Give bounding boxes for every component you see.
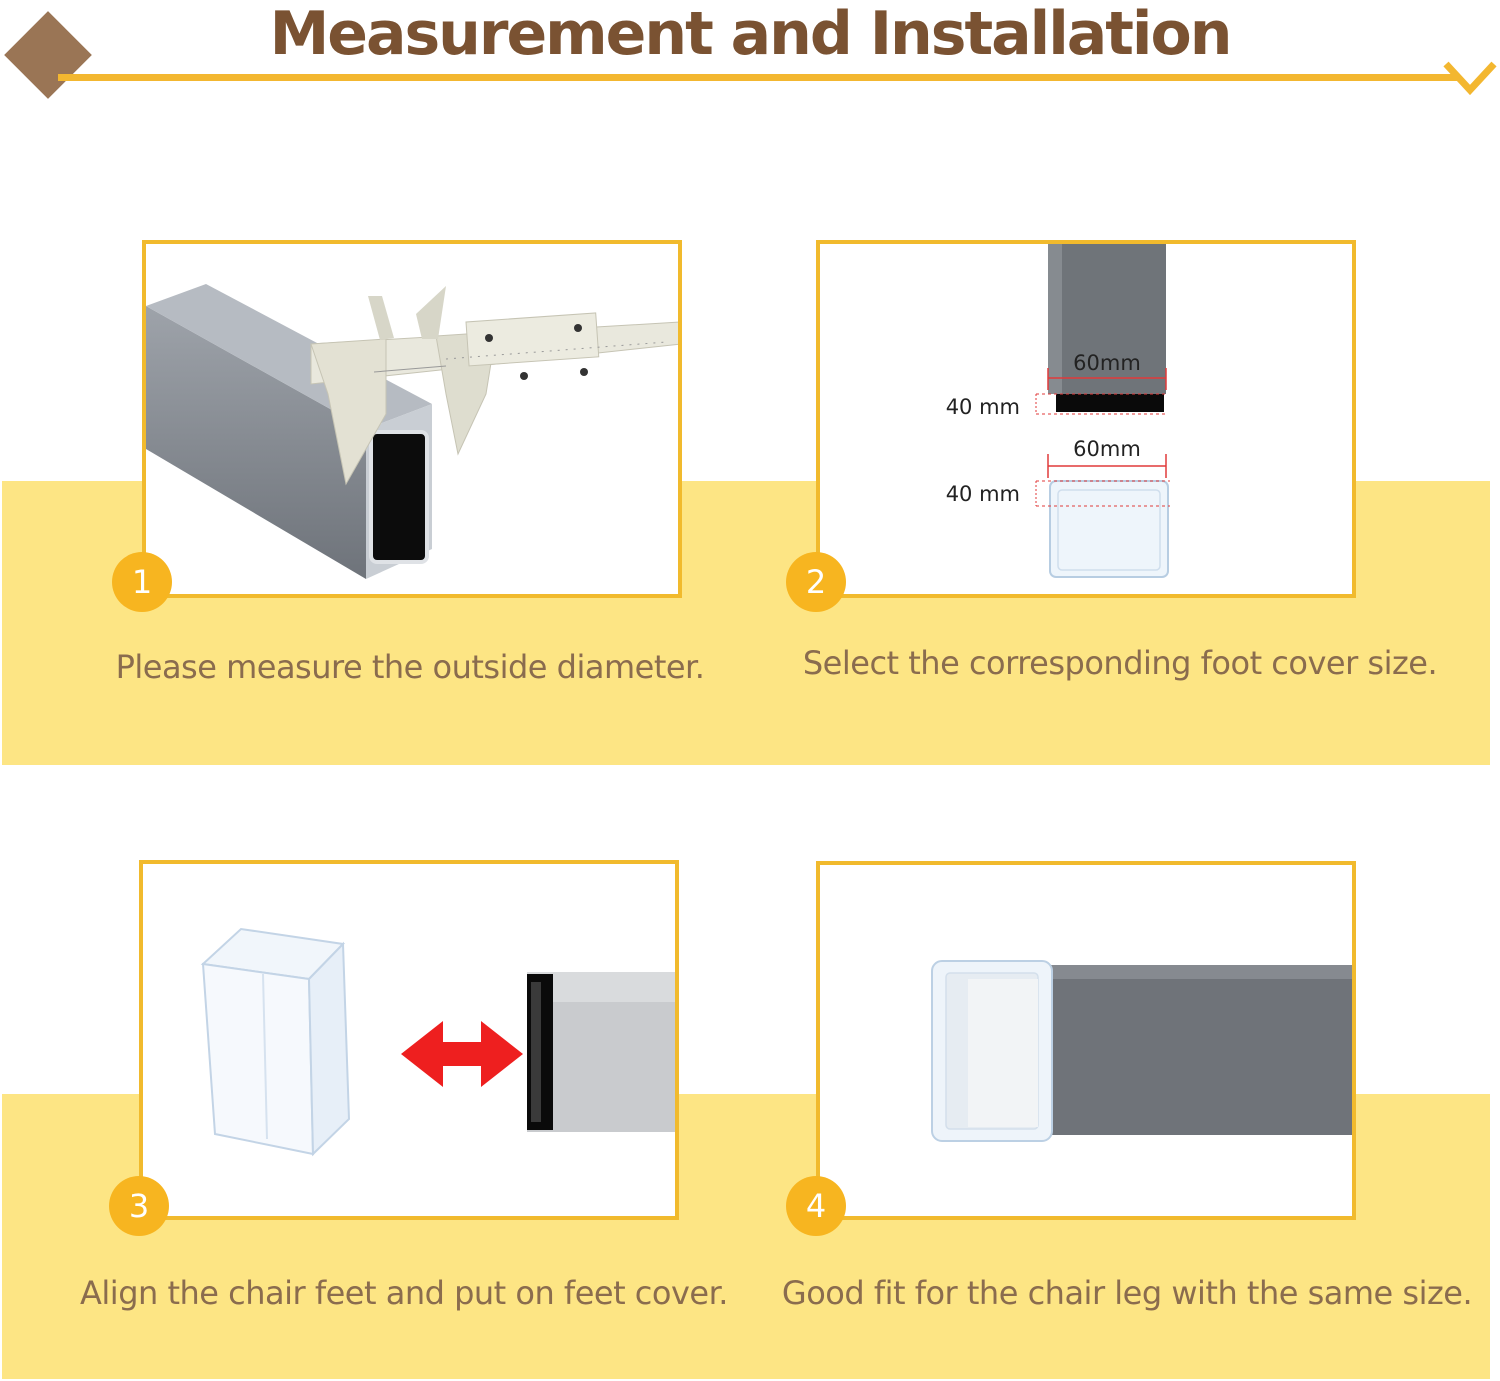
cover-width-label: 60mm — [1073, 437, 1141, 461]
tube-width-label: 60mm — [1073, 351, 1141, 375]
header-divider — [58, 74, 1458, 81]
step-2-frame: 60mm 40 mm 60mm 40 mm — [816, 240, 1356, 598]
tube-height-label: 40 mm — [946, 395, 1020, 419]
step-4-badge: 4 — [786, 1176, 846, 1236]
align-illustration — [200, 927, 675, 1157]
step-3-badge: 3 — [109, 1176, 169, 1236]
cover-height-label: 40 mm — [946, 482, 1020, 506]
caliper-icon — [310, 286, 678, 486]
step-2-badge: 2 — [786, 552, 846, 612]
double-arrow-icon — [401, 1021, 523, 1087]
step-3-frame — [139, 860, 679, 1220]
step-4-frame — [816, 861, 1356, 1220]
step-2-caption: Select the corresponding foot cover size… — [802, 644, 1438, 682]
step-3-caption: Align the chair feet and put on feet cov… — [80, 1274, 728, 1312]
step-1-badge: 1 — [112, 552, 172, 612]
step-4-caption: Good fit for the chair leg with the same… — [781, 1274, 1473, 1312]
step-1-frame — [142, 240, 682, 598]
page-title: Measurement and Installation — [269, 0, 1233, 69]
fitted-illustration — [931, 960, 1352, 1142]
chevron-down-icon — [1443, 61, 1497, 96]
step-1-caption: Please measure the outside diameter. — [115, 648, 705, 686]
size-diagram: 60mm 40 mm 60mm 40 mm — [946, 244, 1170, 578]
caliper-illustration — [146, 284, 678, 579]
